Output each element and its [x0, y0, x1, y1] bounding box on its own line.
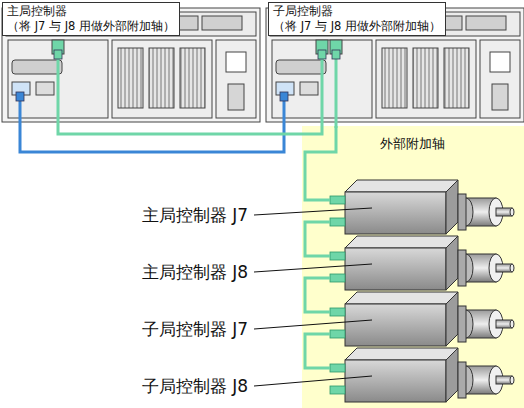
db-connector	[276, 60, 326, 74]
motor-front-face	[345, 304, 446, 346]
motor-plug	[330, 386, 345, 394]
callout-label: 子局控制器 J8	[140, 375, 250, 397]
motor-top-face	[345, 292, 458, 304]
motor-front-face	[345, 360, 446, 402]
usb-port	[36, 82, 54, 95]
leader-line	[254, 376, 372, 386]
cable-plug	[280, 92, 288, 101]
motor-front-face	[345, 248, 446, 290]
leader-line	[254, 208, 372, 215]
cable-connector	[20, 122, 284, 152]
cable-plug	[332, 50, 340, 59]
usb-port	[300, 82, 318, 95]
motor-top-face	[345, 236, 458, 248]
motor-plug	[330, 252, 345, 260]
controller-label-box: 主局控制器（将 J7 与 J8 用做外部附加轴）	[2, 2, 180, 36]
motor-side-face	[446, 236, 458, 290]
terminal-block	[118, 48, 143, 108]
motor-mount	[458, 362, 466, 398]
terminal-block	[149, 48, 174, 108]
power-module	[216, 40, 256, 118]
controller-chassis	[266, 8, 524, 122]
callout-label: 子局控制器 J7	[140, 318, 250, 340]
cable-plug	[318, 50, 326, 59]
node-heading: 外部附加轴	[302, 128, 522, 153]
cable-plug	[54, 50, 62, 59]
top-module	[202, 16, 242, 30]
top-module	[466, 16, 506, 30]
leader-line	[254, 264, 372, 272]
terminal-block	[382, 48, 407, 108]
db-connector	[12, 60, 62, 74]
motor-plug	[330, 274, 345, 282]
node-note: （将 J7 与 J8 用做外部附加轴）	[7, 19, 175, 34]
node-note: （将 J7 与 J8 用做外部附加轴）	[273, 19, 441, 34]
controller-box: 子局控制器（将 J7 与 J8 用做外部附加轴）	[268, 0, 522, 122]
motor-mount	[458, 250, 466, 286]
io-module	[376, 40, 476, 118]
servo-motor	[330, 180, 514, 234]
cable-stub	[321, 50, 324, 122]
motor-plug	[330, 364, 345, 372]
motor-plug	[330, 218, 345, 226]
terminal-block	[180, 48, 205, 108]
motor-shaft-end	[510, 208, 514, 216]
cable-stub	[57, 50, 60, 122]
motor-front-face	[345, 192, 446, 234]
encoder-cable	[305, 334, 330, 368]
callout-label: 主局控制器 J7	[140, 204, 250, 226]
motor-mount	[458, 306, 466, 342]
power-switch	[490, 52, 510, 72]
encoder-cable	[305, 278, 330, 312]
power-switch	[226, 52, 246, 72]
node-heading: 子局控制器	[273, 4, 441, 19]
callout-label: 主局控制器 J8	[140, 261, 250, 283]
servo-motor	[330, 292, 514, 346]
cable-connector	[58, 122, 322, 134]
servo-motor	[330, 236, 514, 290]
chassis-body	[266, 8, 524, 122]
power-module	[480, 40, 520, 118]
controller-box: 主局控制器（将 J7 与 J8 用做外部附加轴）	[2, 0, 262, 122]
power-socket	[228, 84, 244, 110]
motor-plug	[330, 308, 345, 316]
motor-side-face	[446, 180, 458, 234]
cable-connector	[335, 122, 338, 128]
encoder-cable	[305, 126, 336, 200]
controller-label-box: 子局控制器（将 J7 与 J8 用做外部附加轴）	[268, 2, 446, 36]
encoder-cable	[305, 222, 330, 256]
motor-plug	[330, 196, 345, 204]
power-socket	[492, 84, 508, 110]
axis-region: 外部附加轴	[302, 128, 522, 406]
cable-stub	[335, 50, 338, 122]
motor-shaft-end	[510, 264, 514, 272]
motor-mount	[458, 194, 466, 230]
node-heading: 主局控制器	[7, 4, 175, 19]
motor-plug	[330, 330, 345, 338]
motor-top-face	[345, 348, 458, 360]
region-ground	[302, 126, 524, 408]
controller-chassis	[2, 8, 260, 122]
chassis-body	[2, 8, 260, 122]
terminal-block	[413, 48, 438, 108]
motor-side-face	[446, 348, 458, 402]
motor-shaft-end	[510, 320, 514, 328]
leader-line	[254, 320, 372, 329]
cable-plug	[16, 92, 24, 101]
motor-shaft-end	[510, 376, 514, 384]
servo-motor	[330, 348, 514, 402]
io-module	[112, 40, 212, 118]
motor-top-face	[345, 180, 458, 192]
terminal-block	[444, 48, 469, 108]
motor-side-face	[446, 292, 458, 346]
